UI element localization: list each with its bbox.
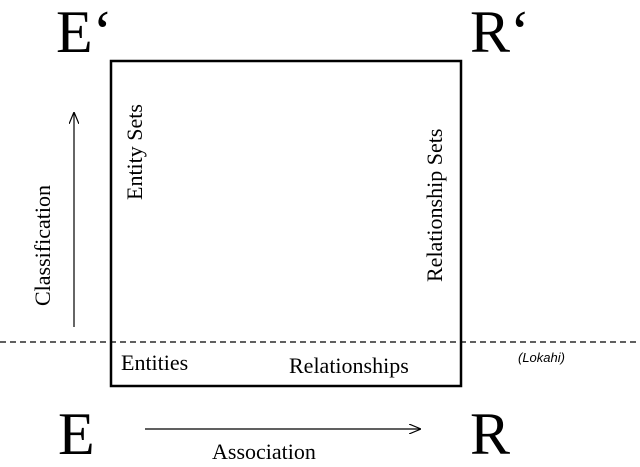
association-label: Association [212,439,316,464]
entities-label: Entities [121,350,189,375]
level-box [109,59,463,388]
corner-label-bottom-left: E [58,401,95,467]
lokahi-note: (Lokahi) [518,350,565,365]
entity-sets-label: Entity Sets [122,104,147,200]
corner-label-bottom-right: R [470,401,511,467]
classification-label: Classification [30,185,55,306]
corner-label-top-right: R‘ [470,0,530,65]
relationship-sets-label: Relationship Sets [422,128,447,282]
relationships-label: Relationships [289,353,409,378]
corner-label-top-left: E‘ [56,0,113,65]
